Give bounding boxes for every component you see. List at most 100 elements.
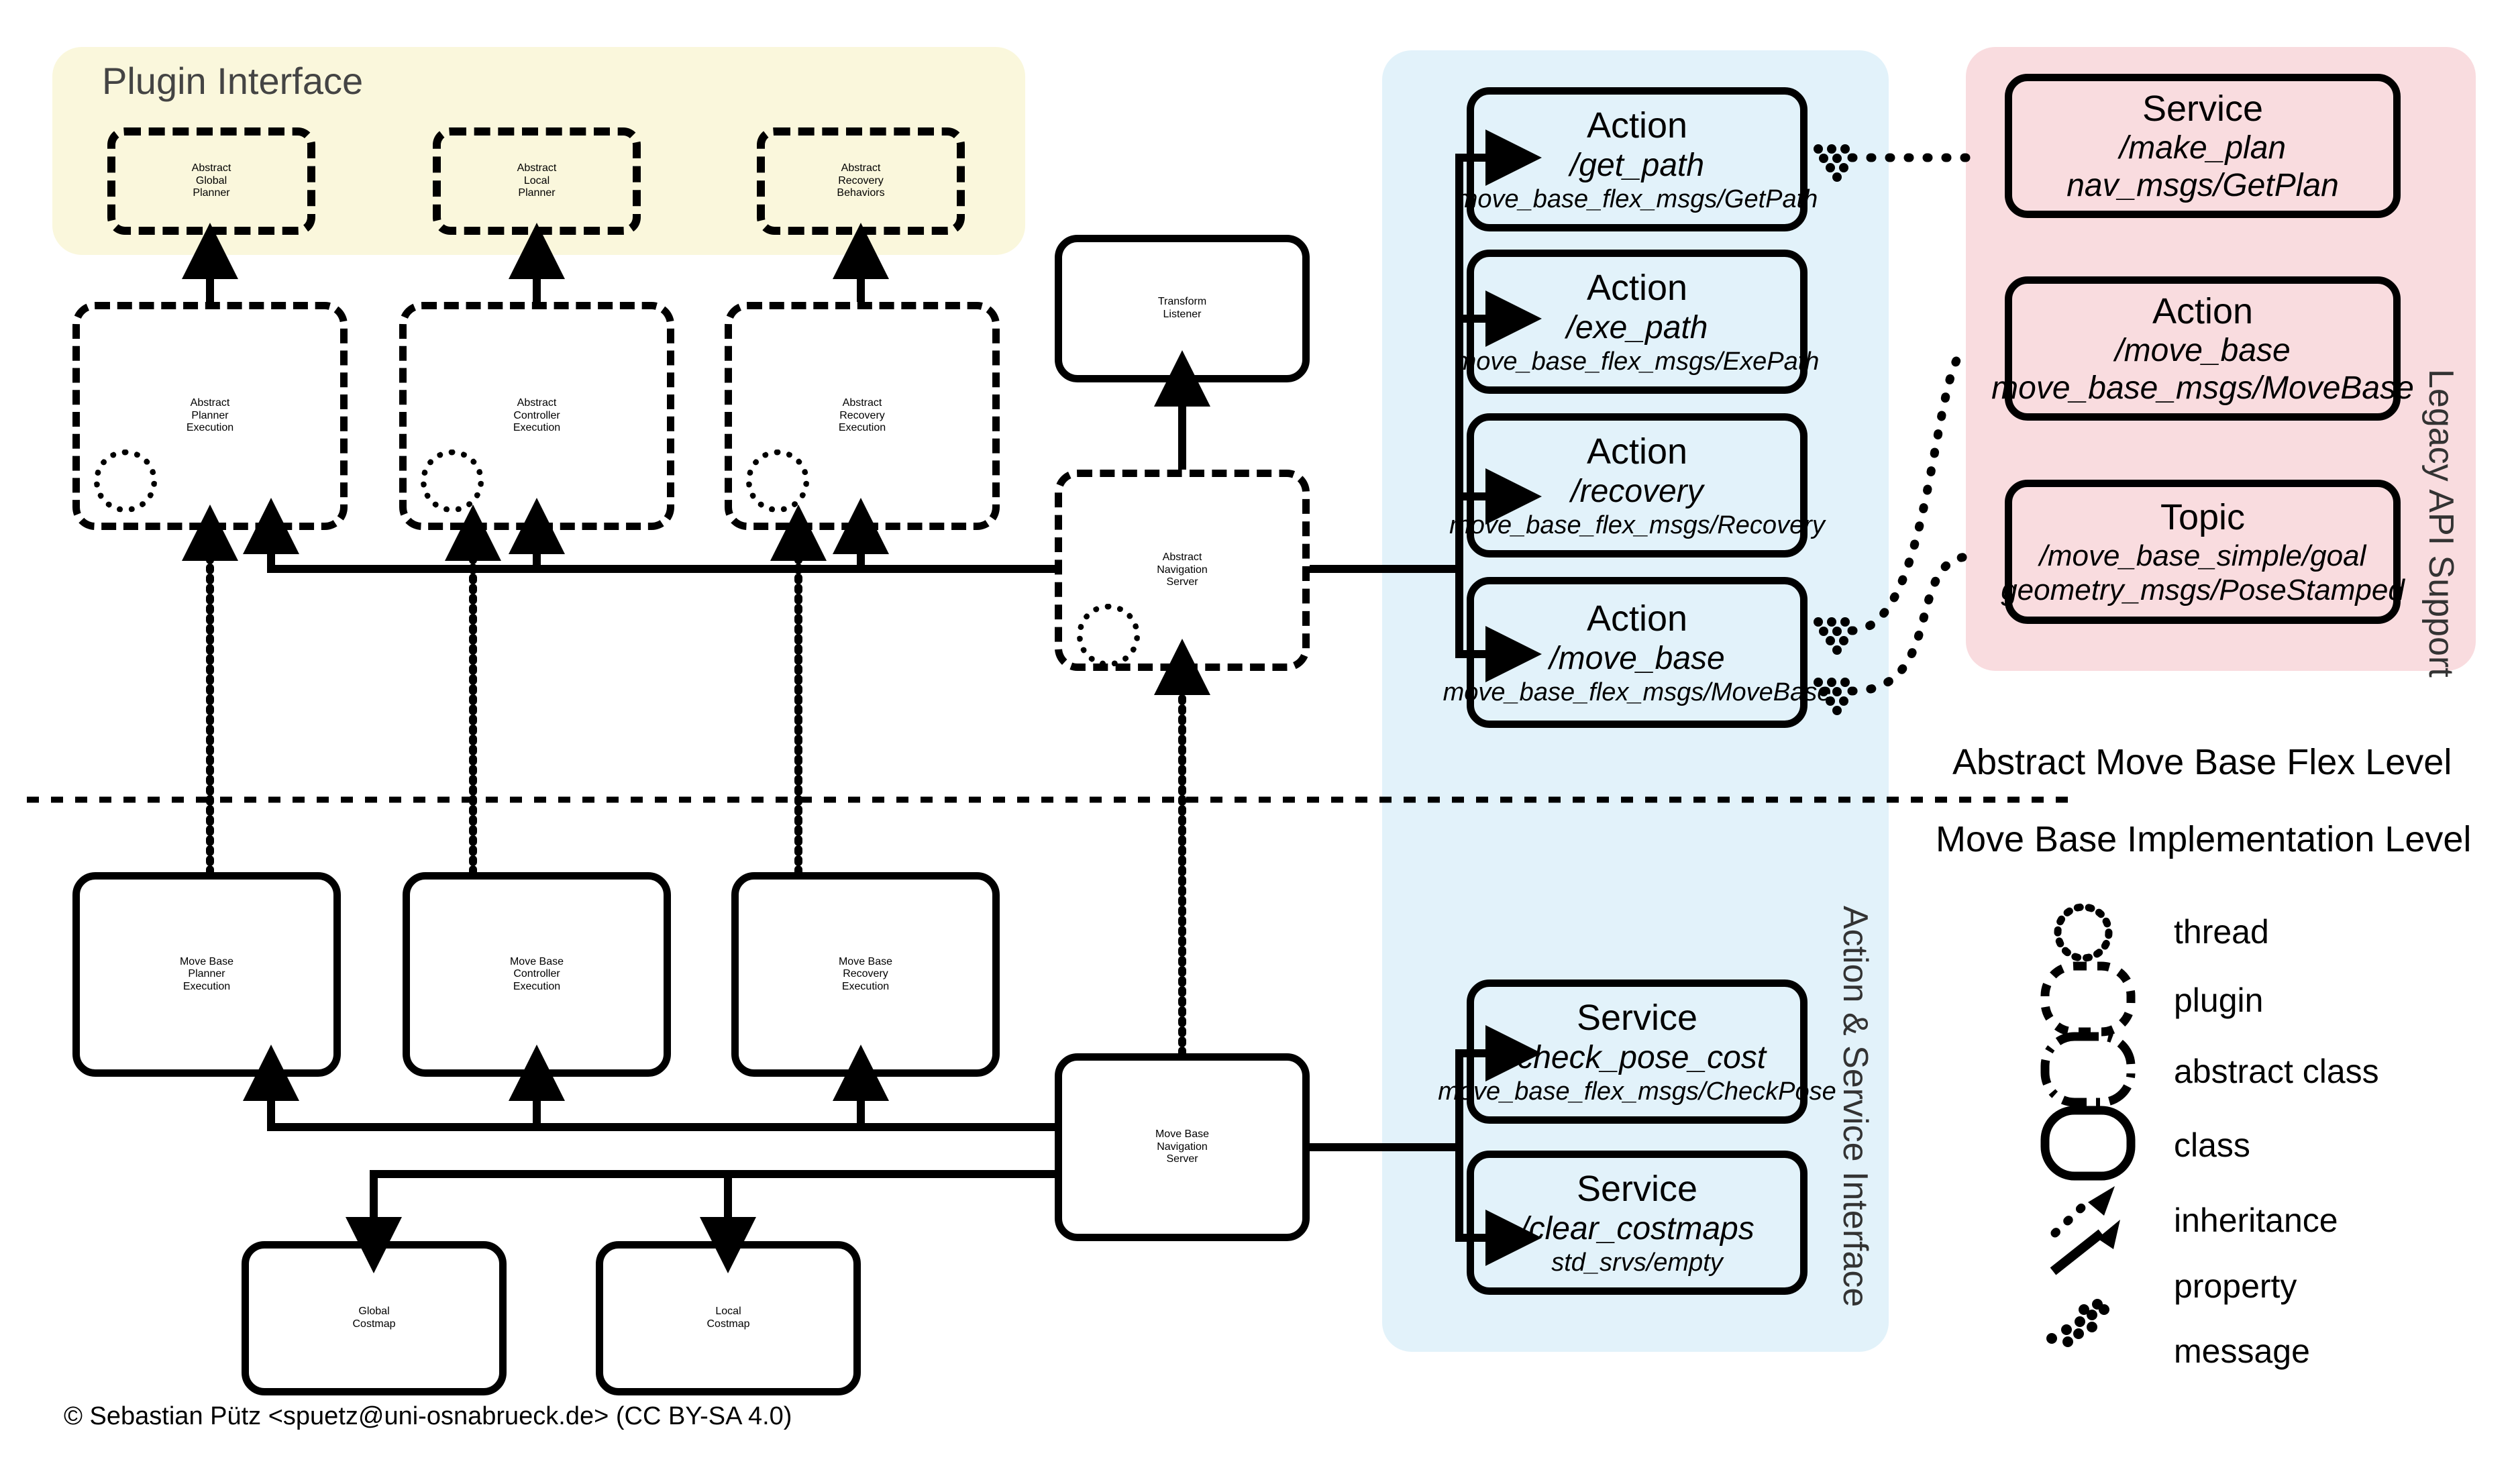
node-kind: Service [1576, 1169, 1698, 1210]
property-icon [2050, 1220, 2120, 1275]
node-line: Planner [518, 187, 556, 199]
node-type-text: move_base_flex_msgs/GetPath [1456, 184, 1818, 213]
node-line: Recovery [839, 409, 885, 421]
node-line: Controller [513, 409, 560, 421]
plugin-box-abstract-global-planner[interactable]: Abstract Global Planner [107, 127, 315, 235]
thread-icon [421, 449, 484, 513]
action-service-label: Action & Service Interface [1836, 906, 1875, 1308]
move-base-planner-execution[interactable]: Move Base Planner Execution [72, 872, 341, 1077]
node-line: Abstract [1162, 551, 1202, 564]
legend-label-message: message [2174, 1332, 2310, 1370]
node-line: Local [715, 1306, 741, 1318]
legend-label-property: property [2174, 1267, 2297, 1305]
node-name-text: /check_pose_cost [1508, 1039, 1767, 1075]
legend-label-inheritance: inheritance [2174, 1202, 2338, 1239]
node-line: Abstract [517, 397, 557, 409]
node-line: Move Base [1155, 1128, 1210, 1141]
legend-label-plugin: plugin [2174, 982, 2264, 1019]
node-line: Move Base [838, 955, 893, 967]
node-line: Planner [188, 968, 225, 980]
node-line: Abstract [190, 397, 230, 409]
node-kind: Action [1586, 431, 1688, 472]
transform-listener[interactable]: Transform Listener [1055, 235, 1310, 382]
legacy-service-make-plan[interactable]: Service /make_plan nav_msgs/GetPlan [2005, 74, 2401, 218]
abstract-recovery-execution[interactable]: Abstract Recovery Execution [725, 302, 1000, 530]
node-line: Transform [1157, 296, 1207, 308]
inheritance-icon [2050, 1186, 2115, 1238]
abstract-level-label: Abstract Move Base Flex Level [1952, 742, 2452, 782]
node-name-text: /move_base [1549, 640, 1725, 676]
plugin-box-abstract-recovery-behaviors[interactable]: Abstract Recovery Behaviors [757, 127, 965, 235]
node-kind: Action [1586, 598, 1688, 639]
legacy-topic-move-base-simple-goal[interactable]: Topic /move_base_simple/goal geometry_ms… [2001, 480, 2405, 624]
abstract-planner-execution[interactable]: Abstract Planner Execution [72, 302, 348, 530]
abstract-controller-execution[interactable]: Abstract Controller Execution [399, 302, 674, 530]
abstract-navigation-server[interactable]: Abstract Navigation Server [1055, 470, 1310, 671]
node-line: Recovery [843, 968, 888, 980]
node-line: Execution [513, 980, 561, 992]
node-line: Execution [186, 422, 234, 434]
node-line: Execution [182, 980, 231, 992]
implementation-level-label: Move Base Implementation Level [1936, 819, 2472, 859]
action-get-path[interactable]: Action /get_path move_base_flex_msgs/Get… [1457, 87, 1818, 231]
node-name-text: /make_plan [2119, 130, 2287, 166]
node-kind: Topic [2160, 497, 2246, 538]
node-type-text: nav_msgs/GetPlan [2066, 167, 2339, 203]
node-line: Abstract [517, 162, 557, 174]
class-icon [2040, 1106, 2136, 1181]
legacy-api-panel [1966, 47, 2476, 671]
global-costmap[interactable]: Global Costmap [242, 1241, 507, 1395]
message-icon [2046, 1299, 2109, 1347]
node-line: Move Base [179, 955, 234, 967]
plugin-box-abstract-local-planner[interactable]: Abstract Local Planner [433, 127, 641, 235]
node-line: Move Base [509, 955, 564, 967]
node-line: Costmap [352, 1318, 396, 1330]
node-type-text: move_base_flex_msgs/Recovery [1449, 511, 1825, 539]
legacy-api-label: Legacy API Support [2421, 369, 2460, 678]
node-line: Execution [838, 422, 886, 434]
service-clear-costmaps[interactable]: Service /clear_costmaps std_srvs/empty [1467, 1151, 1808, 1295]
plugin-interface-title: Plugin Interface [102, 60, 364, 102]
move-base-controller-execution[interactable]: Move Base Controller Execution [403, 872, 671, 1077]
action-exe-path[interactable]: Action /exe_path move_base_flex_msgs/Exe… [1455, 250, 1819, 394]
node-line: Abstract [842, 397, 882, 409]
node-line: Server [1166, 1153, 1198, 1165]
node-line: Server [1166, 576, 1198, 588]
node-line: Planner [193, 187, 230, 199]
node-name-text: /exe_path [1566, 309, 1708, 346]
node-type-text: move_base_flex_msgs/MoveBase [1443, 678, 1832, 706]
node-name-text: /get_path [1569, 147, 1705, 183]
node-kind: Action [1586, 105, 1688, 146]
copyright-text: © Sebastian Pütz <spuetz@uni-osnabrueck.… [64, 1402, 792, 1430]
thread-icon [746, 449, 809, 513]
move-base-recovery-execution[interactable]: Move Base Recovery Execution [731, 872, 1000, 1077]
node-line: Execution [513, 422, 561, 434]
node-line: Controller [513, 968, 560, 980]
node-line: Local [523, 174, 550, 187]
move-base-navigation-server[interactable]: Move Base Navigation Server [1055, 1053, 1310, 1241]
plugin-icon [2040, 961, 2136, 1037]
node-line: Behaviors [837, 187, 885, 199]
node-kind: Action [1586, 268, 1688, 309]
node-line: Listener [1163, 309, 1202, 320]
node-line: Planner [191, 409, 229, 421]
node-kind: Action [2152, 290, 2254, 331]
node-type-text: geometry_msgs/PoseStamped [2001, 573, 2405, 606]
node-line: Costmap [706, 1318, 750, 1330]
legacy-action-move-base[interactable]: Action /move_base move_base_msgs/MoveBas… [1991, 276, 2414, 421]
node-name-text: /recovery [1571, 473, 1704, 509]
service-check-pose-cost[interactable]: Service /check_pose_cost move_base_flex_… [1438, 979, 1836, 1124]
plugin-interface-panel [52, 47, 1025, 255]
legend-label-class: class [2174, 1126, 2250, 1164]
local-costmap[interactable]: Local Costmap [596, 1241, 861, 1395]
node-line: Navigation [1157, 564, 1208, 576]
node-line: Execution [841, 980, 890, 992]
node-line: Global [195, 174, 227, 187]
node-line: Navigation [1157, 1141, 1208, 1153]
node-kind: Service [2142, 88, 2264, 129]
node-type-text: move_base_flex_msgs/CheckPose [1438, 1077, 1836, 1106]
action-move-base[interactable]: Action /move_base move_base_flex_msgs/Mo… [1443, 577, 1831, 728]
action-recovery[interactable]: Action /recovery move_base_flex_msgs/Rec… [1449, 413, 1825, 558]
node-name-text: /move_base [2115, 333, 2291, 369]
